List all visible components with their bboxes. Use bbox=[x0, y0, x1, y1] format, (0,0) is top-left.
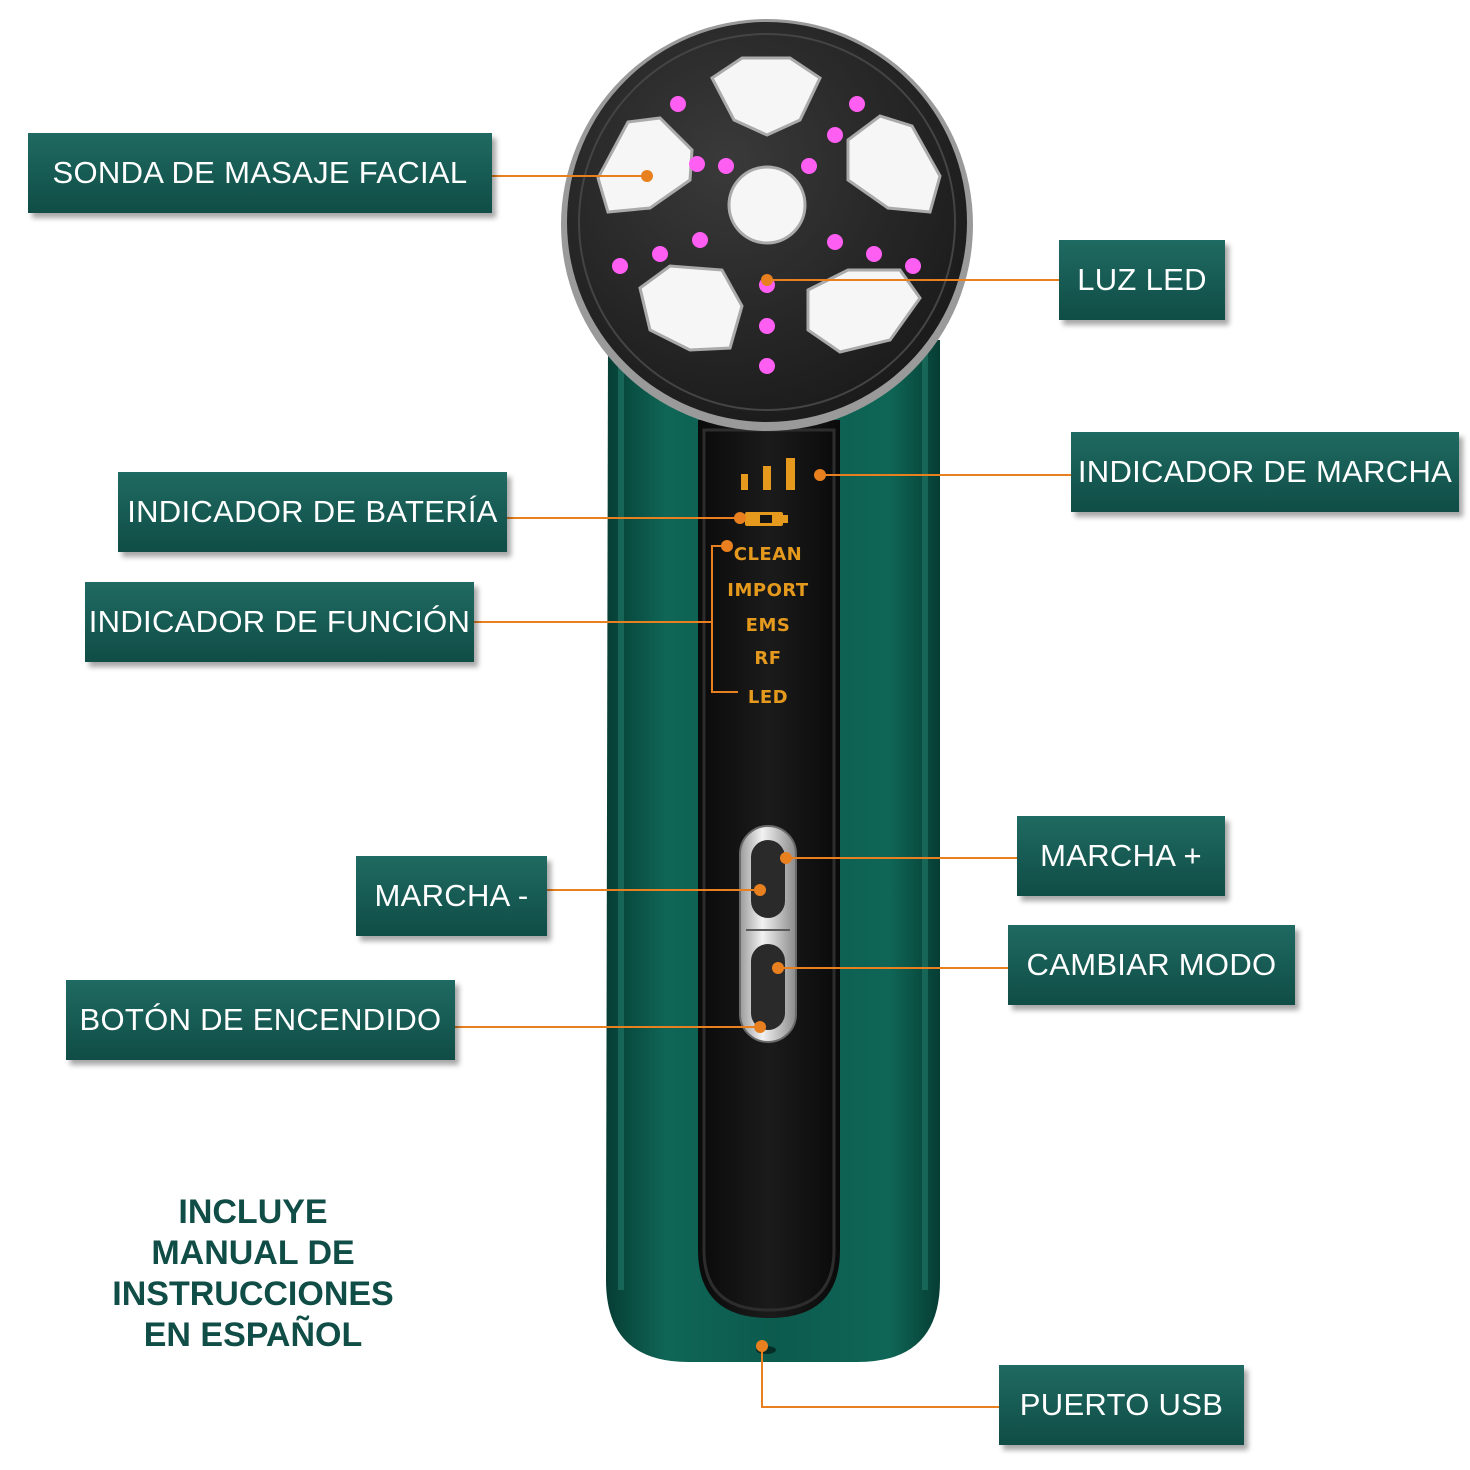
led-dot bbox=[718, 158, 734, 174]
leader-gear-plus-marker bbox=[780, 852, 792, 864]
leader-gear-indicator-marker bbox=[814, 469, 826, 481]
led-dot bbox=[692, 232, 708, 248]
callout-led-text: LUZ LED bbox=[1077, 262, 1207, 297]
led-dot bbox=[652, 246, 668, 262]
leader-power-marker bbox=[754, 1021, 766, 1033]
led-dot bbox=[689, 156, 705, 172]
callout-gear-indicator: INDICADOR DE MARCHA bbox=[1071, 432, 1459, 512]
screen-function-ems: EMS bbox=[745, 615, 791, 636]
callout-power-button: BOTÓN DE ENCENDIDO bbox=[66, 980, 455, 1060]
led-dot bbox=[670, 96, 686, 112]
gear-level-bars bbox=[741, 458, 795, 490]
callout-gear-plus-text: MARCHA + bbox=[1040, 838, 1202, 873]
leader-led-marker bbox=[761, 274, 773, 286]
screen-function-led: LED bbox=[747, 687, 789, 708]
callout-probe-text: SONDA DE MASAJE FACIAL bbox=[52, 155, 468, 190]
screen-function-import: IMPORT bbox=[727, 580, 809, 601]
callout-battery-indicator-text: INDICADOR DE BATERÍA bbox=[127, 494, 498, 529]
leader-gear-minus-marker bbox=[754, 884, 766, 896]
led-dot bbox=[905, 258, 921, 274]
leader-function-bracket-marker bbox=[721, 540, 733, 552]
screen-function-clean: CLEAN bbox=[733, 544, 803, 565]
callout-gear-minus-text: MARCHA - bbox=[374, 878, 529, 913]
led-dot bbox=[827, 234, 843, 250]
callout-gear-indicator-text: INDICADOR DE MARCHA bbox=[1077, 454, 1453, 489]
screen-function-rf: RF bbox=[754, 648, 782, 669]
callout-gear-minus: MARCHA - bbox=[356, 856, 547, 936]
promo-line-1: INCLUYE bbox=[178, 1193, 328, 1231]
led-dot bbox=[759, 318, 775, 334]
manual-included-note: INCLUYE MANUAL DE INSTRUCCIONES EN ESPAÑ… bbox=[80, 1192, 426, 1356]
callout-gear-plus: MARCHA + bbox=[1017, 816, 1225, 896]
led-dot bbox=[759, 358, 775, 374]
callout-probe: SONDA DE MASAJE FACIAL bbox=[28, 133, 492, 213]
leader-lines bbox=[455, 170, 1071, 1408]
promo-line-2: MANUAL DE bbox=[151, 1234, 355, 1272]
led-dot bbox=[801, 158, 817, 174]
callout-function-indicator-text: INDICADOR DE FUNCIÓN bbox=[88, 604, 471, 639]
leader-function-bracket bbox=[711, 545, 738, 693]
led-dot bbox=[827, 127, 843, 143]
led-dot bbox=[612, 258, 628, 274]
massage-head bbox=[561, 19, 973, 431]
callout-change-mode-text: CAMBIAR MODO bbox=[1026, 947, 1277, 982]
callout-change-mode: CAMBIAR MODO bbox=[1008, 925, 1295, 1005]
callout-led: LUZ LED bbox=[1059, 240, 1225, 320]
promo-line-4: EN ESPAÑOL bbox=[143, 1316, 363, 1354]
led-light-array bbox=[612, 96, 921, 374]
led-dot bbox=[849, 96, 865, 112]
callout-function-indicator: INDICADOR DE FUNCIÓN bbox=[85, 582, 474, 662]
callout-power-button-text: BOTÓN DE ENCENDIDO bbox=[79, 1002, 442, 1037]
leader-probe-marker bbox=[641, 170, 653, 182]
callout-battery-indicator: INDICADOR DE BATERÍA bbox=[118, 472, 507, 552]
leader-usb-marker bbox=[756, 1340, 768, 1352]
leader-battery-marker bbox=[734, 512, 746, 524]
battery-icon bbox=[745, 512, 788, 526]
callout-usb-port-text: PUERTO USB bbox=[1019, 1387, 1224, 1422]
leader-usb bbox=[761, 1346, 999, 1408]
promo-line-3: INSTRUCCIONES bbox=[112, 1275, 394, 1313]
led-dot bbox=[866, 246, 882, 262]
callout-usb-port: PUERTO USB bbox=[999, 1365, 1244, 1445]
leader-change-mode-marker bbox=[772, 962, 784, 974]
